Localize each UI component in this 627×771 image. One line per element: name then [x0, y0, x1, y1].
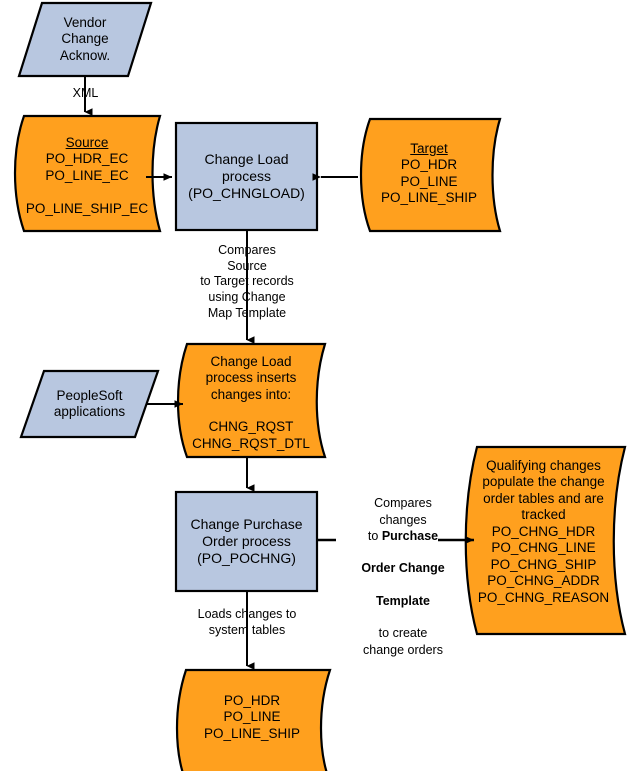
compares-changes-post: to create change orders	[363, 626, 443, 657]
system-tables-list: PO_HDR PO_LINE PO_LINE_SHIP	[203, 693, 301, 741]
qualifying-changes-node[interactable]: Qualifying changes populate the change o…	[466, 447, 621, 634]
change-purchase-order-process-node[interactable]: Change Purchase Order process (PO_POCHNG…	[176, 492, 317, 591]
target-node[interactable]: Target PO_HDR PO_LINE PO_LINE_SHIP	[358, 119, 500, 231]
edge-label-compares-changes: Compares changes to Purchase Order Chang…	[334, 479, 472, 658]
peoplesoft-applications-label: PeopleSoft applications	[53, 387, 126, 419]
source-heading: Source	[65, 135, 109, 150]
compares-changes-bold-2: Order Change	[361, 561, 445, 576]
compares-changes-bold-3: Template	[376, 593, 430, 608]
source-extra-table: PO_LINE_SHIP_EC	[25, 201, 149, 217]
source-table-list: PO_HDR_EC PO_LINE_EC	[45, 151, 129, 183]
vendor-change-acknow-label: Vendor Change Acknow.	[59, 14, 111, 63]
peoplesoft-applications-node[interactable]: PeopleSoft applications	[21, 371, 158, 437]
change-load-process-node[interactable]: Change Load process (PO_CHNGLOAD)	[176, 123, 317, 230]
system-tables-node[interactable]: PO_HDR PO_LINE PO_LINE_SHIP	[178, 670, 326, 771]
compares-changes-pre: Compares changes to	[367, 496, 432, 543]
change-load-inserts-label: Change Load process inserts changes into…	[205, 354, 297, 402]
edge-label-loads-changes: Loads changes to system tables	[197, 607, 297, 637]
source-node[interactable]: Source PO_HDR_EC PO_LINE_EC PO_LINE_SHIP…	[14, 116, 160, 231]
qualifying-changes-tables: PO_CHNG_HDR PO_CHNG_LINE PO_CHNG_SHIP PO…	[477, 523, 610, 605]
change-load-process-label: Change Load process (PO_CHNGLOAD)	[188, 150, 305, 202]
edge-label-xml: XML	[72, 86, 99, 100]
change-load-inserts-node[interactable]: Change Load process inserts changes into…	[177, 344, 325, 457]
compares-changes-bold-1: Purchase	[381, 528, 439, 543]
vendor-change-acknow-node[interactable]: Vendor Change Acknow.	[19, 3, 151, 76]
edge-label-compares-source-to-target: Compares Source to Target records using …	[200, 243, 294, 320]
change-load-inserts-tables: CHNG_RQST CHNG_RQST_DTL	[192, 419, 310, 451]
target-heading: Target	[410, 141, 448, 156]
target-table-list: PO_HDR PO_LINE PO_LINE_SHIP	[380, 157, 478, 206]
change-purchase-order-process-label: Change Purchase Order process (PO_POCHNG…	[190, 515, 303, 567]
qualifying-changes-label: Qualifying changes populate the change o…	[482, 458, 605, 523]
